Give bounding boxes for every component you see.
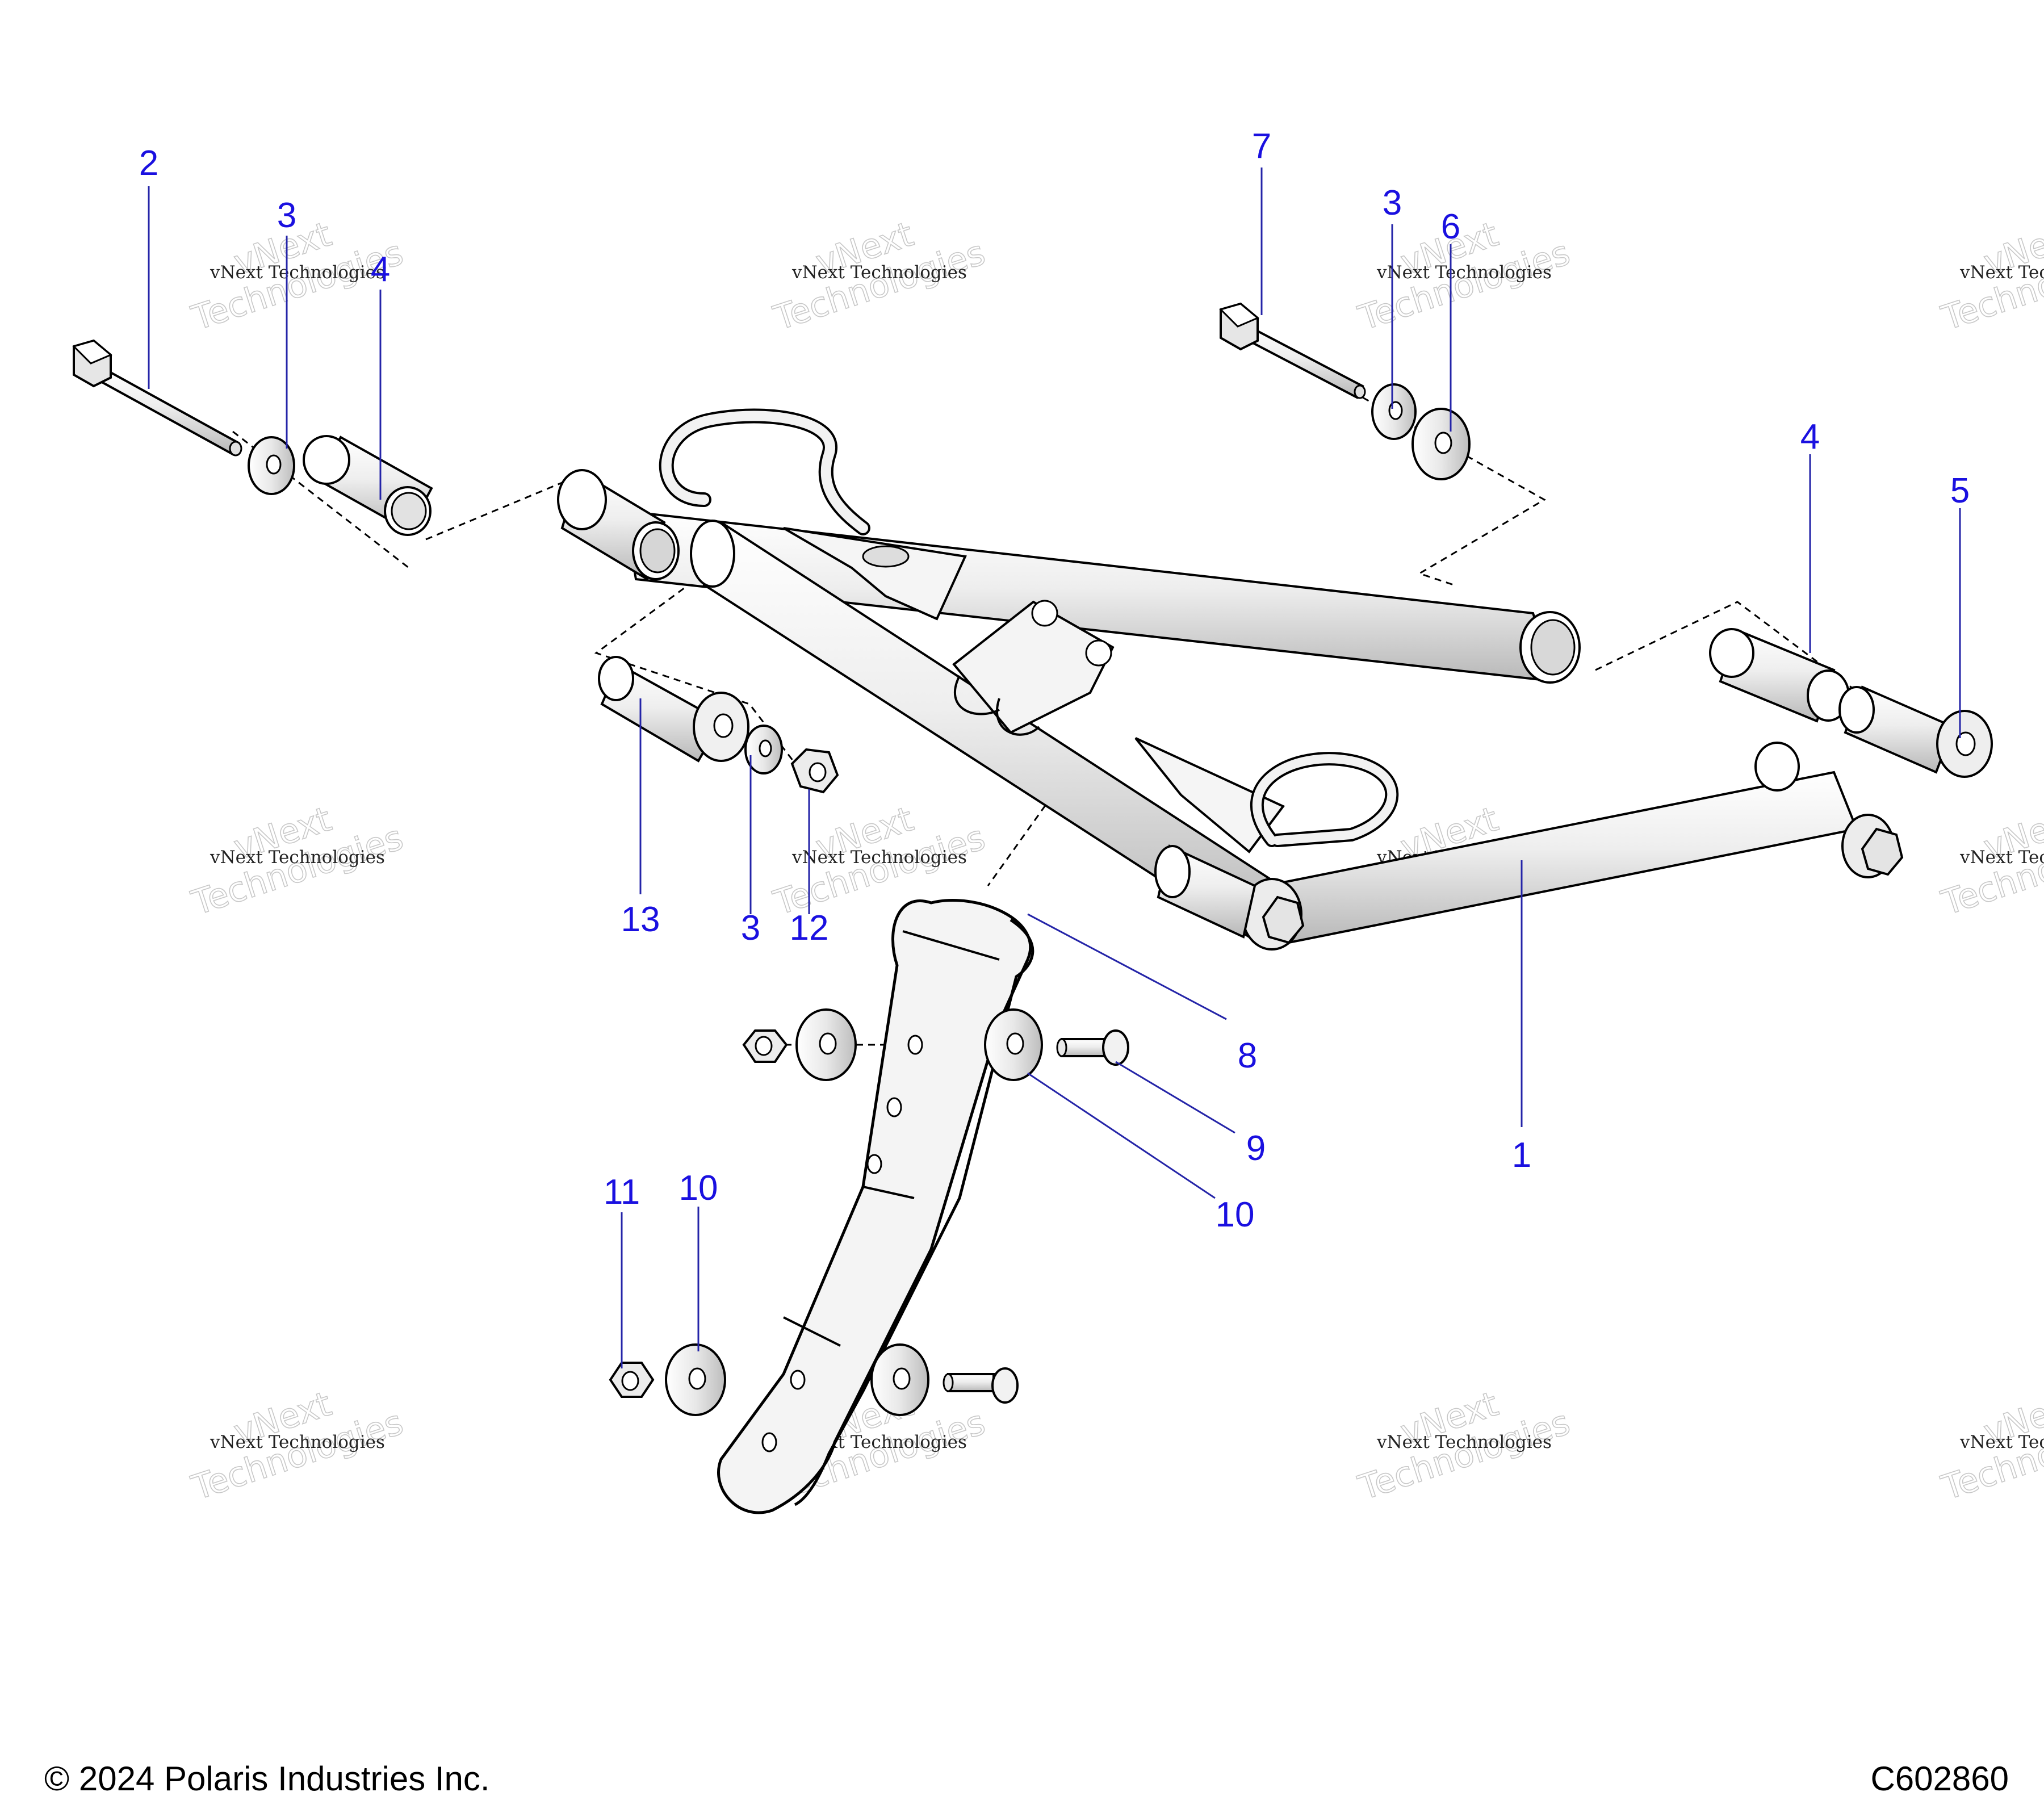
nut-mid (790, 748, 839, 794)
watermark: Technologies vNext vNext Technologies (1353, 214, 1575, 339)
washer-right-large (1411, 408, 1471, 480)
callout-12: 12 (790, 909, 829, 948)
copyright-notice: © 2024 Polaris Industries Inc. (44, 1760, 490, 1798)
washer-lower-right (870, 1343, 929, 1416)
a-arm-bolt-end-rear (1841, 814, 1904, 878)
bolt-short (1219, 302, 1366, 399)
callout-3: 3 (277, 196, 296, 235)
bolt-upper (1056, 1029, 1129, 1066)
callout-4: 4 (371, 250, 390, 289)
shock-mount-bracket (952, 600, 1115, 736)
callout-1: 1 (1512, 1136, 1531, 1175)
pin-right (1838, 685, 1993, 778)
watermark: Technologies vNext vNext Technologies (186, 1384, 408, 1509)
callout-6: 6 (1441, 207, 1460, 246)
callout-8: 8 (1238, 1036, 1257, 1075)
bushing-flanged (598, 656, 749, 763)
svg-text:vNext Technologies: vNext Technologies (1959, 1432, 2044, 1452)
bushing-left (303, 435, 433, 536)
washer-mid (744, 725, 783, 774)
svg-text:vNext Technologies: vNext Technologies (1376, 262, 1552, 283)
watermark: Technologies vNext vNext Technologies (1936, 1384, 2044, 1509)
callout-labels: 2 3 4 7 3 6 4 5 13 3 12 8 9 10 1 11 10 (139, 127, 1970, 1234)
washer-upper-left (795, 1008, 857, 1081)
svg-text:vNext Technologies: vNext Technologies (210, 847, 385, 868)
watermark-layer: Technologies vNext vNext Technologies Te… (186, 214, 2044, 1509)
bushing-right (1709, 628, 1850, 723)
callout-11: 11 (604, 1173, 640, 1212)
drawing-code: C602860 (1870, 1760, 2009, 1798)
callout-7: 7 (1252, 127, 1271, 166)
callout-3: 3 (1383, 183, 1402, 223)
callout-4: 4 (1800, 417, 1820, 457)
bolt-lower (943, 1367, 1019, 1404)
callout-2: 2 (139, 144, 158, 183)
handle-rod-upper (659, 408, 870, 535)
callout-10: 10 (679, 1169, 718, 1208)
washer-lower-left (665, 1343, 726, 1416)
svg-text:vNext Technologies: vNext Technologies (791, 847, 967, 868)
a-arm-bolt-end-front (1154, 844, 1305, 951)
washer-left (248, 436, 295, 495)
watermark: Technologies vNext vNext Technologies (1936, 214, 2044, 339)
callout-9: 9 (1246, 1129, 1266, 1168)
callout-10: 10 (1216, 1195, 1255, 1234)
washer-upper-right (984, 1008, 1043, 1081)
washer-right-small (1371, 383, 1417, 440)
watermark: Technologies vNext vNext Technologies (768, 214, 990, 339)
strap (717, 899, 1034, 1514)
assembly-dashed-lines (232, 396, 1874, 1046)
handle-loop-lower (1250, 752, 1399, 847)
a-arm (557, 408, 1904, 951)
bolt-long (72, 339, 242, 457)
watermark: Technologies vNext vNext Technologies (186, 799, 408, 924)
watermark: Technologies vNext vNext Technologies (1353, 1384, 1575, 1509)
svg-text:vNext Technologies: vNext Technologies (791, 262, 967, 283)
flange-nut-upper (742, 1029, 788, 1063)
callout-3: 3 (741, 909, 760, 948)
leader-lines (148, 168, 1961, 1368)
callout-13: 13 (621, 900, 660, 939)
flange-nut-lower (609, 1362, 655, 1398)
svg-text:vNext Technologies: vNext Technologies (1959, 262, 2044, 283)
svg-text:vNext Technologies: vNext Technologies (210, 1432, 385, 1452)
svg-text:vNext Technologies: vNext Technologies (210, 262, 385, 283)
callout-5: 5 (1950, 471, 1970, 510)
watermark: Technologies vNext vNext Technologies (1936, 799, 2044, 924)
svg-text:vNext Technologies: vNext Technologies (1376, 1432, 1552, 1452)
svg-text:vNext Technologies: vNext Technologies (1959, 847, 2044, 868)
